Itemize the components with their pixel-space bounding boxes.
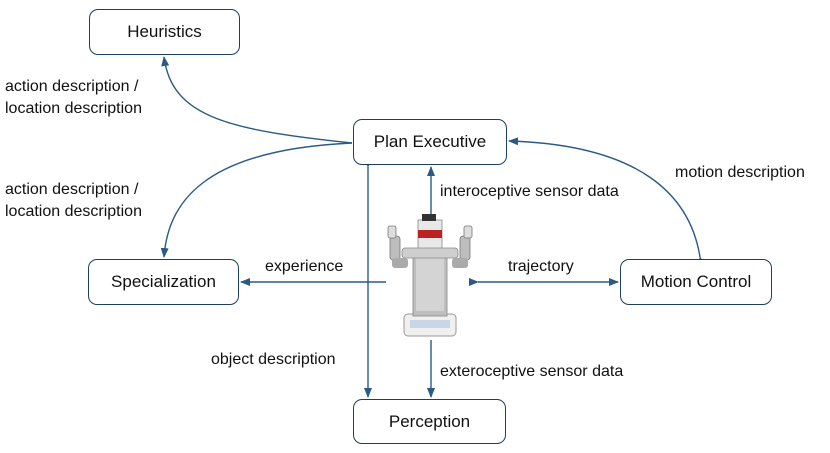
label-motion-description: motion description bbox=[675, 164, 805, 181]
arrow-plan-motion-control bbox=[508, 137, 706, 267]
node-motion-control-label: Motion Control bbox=[640, 272, 752, 291]
label-object-description: object description bbox=[211, 351, 336, 368]
label-heuristics-line1: action description / bbox=[5, 78, 139, 95]
arrow-plan-to-specialization bbox=[160, 142, 353, 258]
label-interoceptive: interoceptive sensor data bbox=[440, 183, 619, 200]
node-perception-label: Perception bbox=[388, 411, 471, 431]
label-experience: experience bbox=[265, 258, 344, 275]
label-specialization-edge: action description / location descriptio… bbox=[5, 179, 142, 223]
label-heuristics-line2: location description bbox=[5, 100, 142, 117]
robot-icon bbox=[387, 214, 473, 337]
node-perception: Perception bbox=[353, 399, 506, 444]
node-motion-control: Motion Control bbox=[620, 259, 772, 305]
label-specialization-line2: location description bbox=[5, 203, 142, 220]
node-plan-executive-label: Plan Executive bbox=[373, 132, 487, 151]
label-trajectory: trajectory bbox=[508, 258, 574, 275]
label-heuristics-edge: action description / location descriptio… bbox=[5, 76, 142, 120]
node-specialization-label: Specialization bbox=[111, 272, 216, 291]
node-specialization: Specialization bbox=[88, 259, 239, 305]
label-specialization-line1: action description / bbox=[5, 181, 139, 198]
node-heuristics-label: Heuristics bbox=[127, 22, 202, 41]
label-exteroceptive: exteroceptive sensor data bbox=[440, 363, 624, 380]
arrow-plan-to-heuristics bbox=[161, 56, 353, 144]
node-plan-executive: Plan Executive bbox=[353, 119, 507, 165]
node-heuristics: Heuristics bbox=[89, 9, 240, 55]
